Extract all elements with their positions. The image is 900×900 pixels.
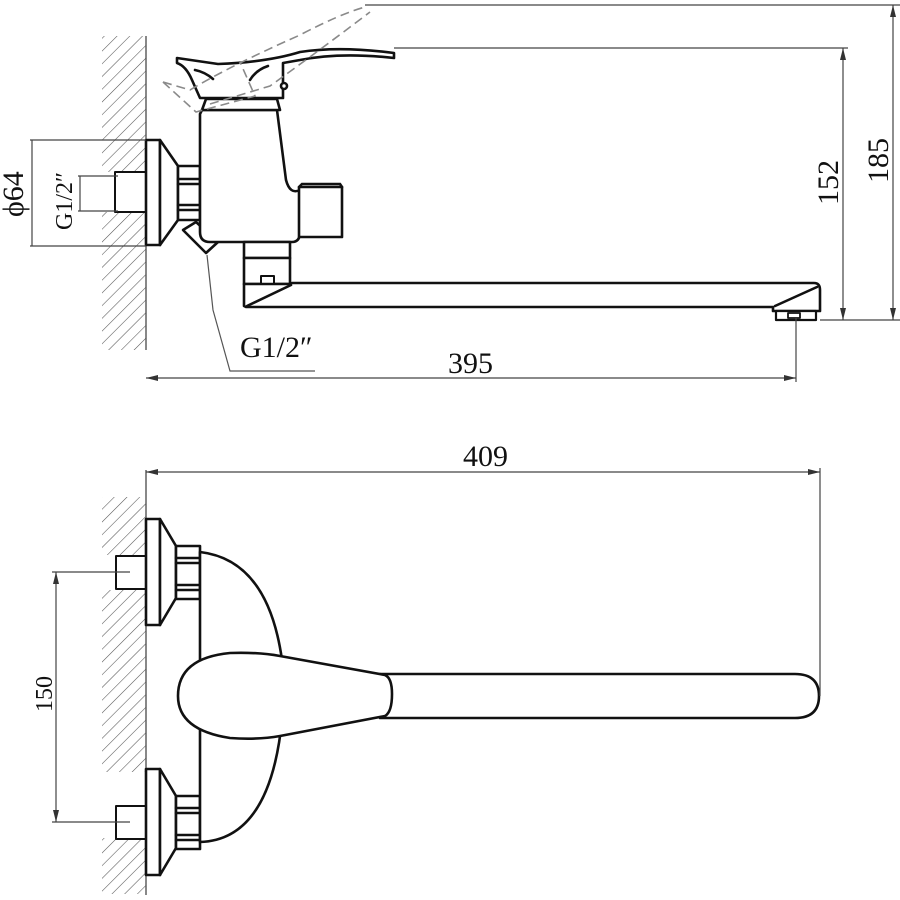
hex-nut-side — [176, 164, 202, 222]
hex-nut-lower — [174, 794, 202, 851]
d185-label: 185 — [862, 138, 895, 183]
spout-coupling — [242, 240, 292, 286]
wall-section-top — [102, 470, 147, 895]
dimension-g12-outlet: G1/2″ — [206, 254, 315, 372]
g12-outlet-label: G1/2″ — [240, 331, 313, 364]
inlet-pipe-side — [114, 171, 147, 213]
lever-raised-ghost — [162, 6, 371, 113]
dimension-phi64: ϕ64 — [0, 139, 146, 247]
d150-label: 150 — [32, 676, 58, 712]
lever-detail-2 — [248, 64, 270, 82]
lever-screw — [279, 81, 289, 91]
dimension-g12-inlet: G1/2″ — [52, 172, 118, 230]
wall-section-side — [102, 36, 147, 350]
side-view: ϕ64 G1/2″ G1/2″ 395 152 — [0, 4, 900, 382]
dimension-150: 150 — [32, 571, 130, 823]
dimension-409: 409 — [146, 440, 821, 696]
g12-inlet-label: G1/2″ — [52, 172, 78, 230]
d409-label: 409 — [463, 440, 508, 473]
cartridge-collar — [200, 97, 282, 112]
flange-lower — [144, 767, 178, 877]
top-view: 409 150 — [32, 440, 821, 895]
flange-upper — [144, 517, 178, 627]
spout-top — [378, 672, 821, 720]
d152-label: 152 — [812, 160, 845, 205]
hex-nut-upper — [174, 544, 202, 601]
dimension-152: 152 — [394, 47, 900, 321]
phi64-label: ϕ64 — [0, 171, 30, 217]
lever-handle-side — [175, 47, 396, 100]
flange-side — [144, 138, 180, 247]
diverter-box — [297, 182, 344, 239]
dimension-395: 395 — [146, 318, 797, 382]
lever-detail — [193, 68, 215, 81]
spout-side — [242, 281, 822, 313]
dimension-185: 185 — [365, 4, 900, 320]
mixer-body-side — [198, 108, 302, 244]
d395-label: 395 — [448, 347, 493, 380]
lever-handle-top — [176, 651, 394, 740]
